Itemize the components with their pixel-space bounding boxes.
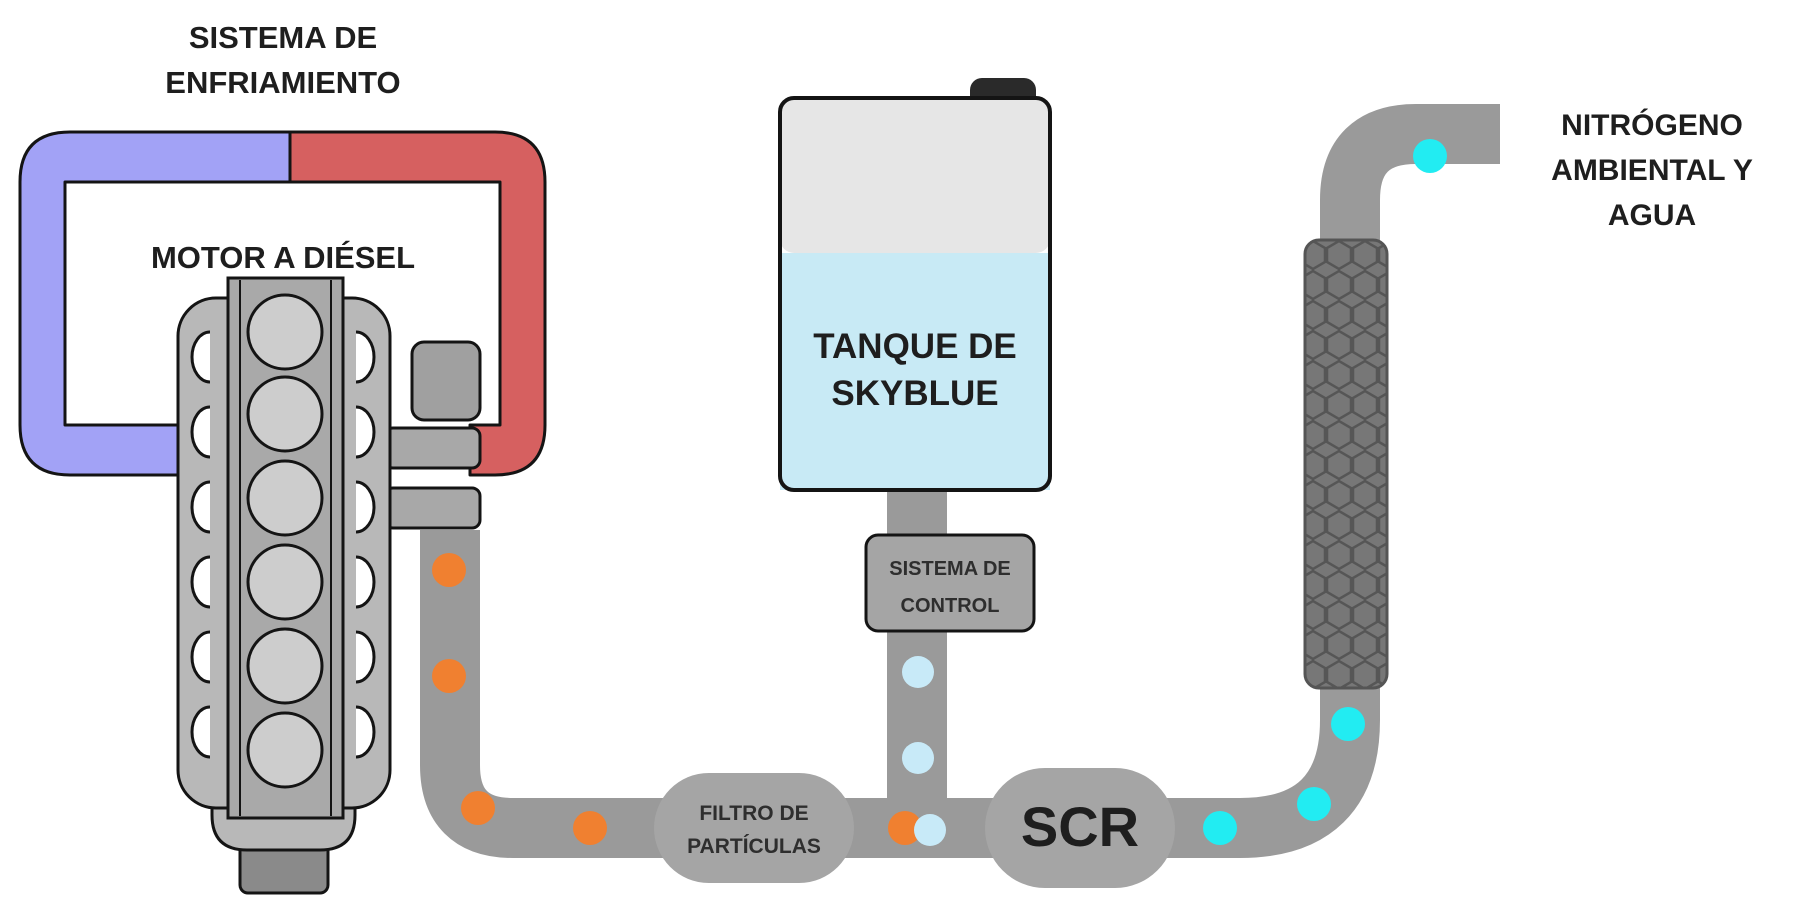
additive-particles [902, 656, 946, 846]
cooling-label-line1: SISTEMA DE [189, 20, 377, 55]
output-label-line1: NITRÓGENO [1561, 108, 1743, 142]
filter-label-line1: FILTRO DE [699, 802, 808, 825]
scr-catalyst: SCR [985, 768, 1175, 888]
scr-label: SCR [1021, 795, 1139, 858]
coolant-connector-upper [383, 426, 482, 470]
engine-cylinders [246, 293, 324, 789]
additive-feed-pipe [887, 478, 947, 828]
exhaust-particles [432, 553, 922, 845]
output-label-line3: AGUA [1608, 199, 1696, 232]
engine-label: MOTOR A DIÉSEL [151, 240, 415, 275]
coolant-connector-lower [383, 486, 482, 530]
clean-exhaust-particles [1203, 139, 1447, 845]
tank-empty-space [780, 98, 1050, 253]
cooling-loop-hot-side [288, 130, 547, 477]
cooling-label-line2: ENFRIAMIENTO [165, 65, 400, 100]
engine-side-ports [190, 330, 376, 759]
tank-label-line2: SKYBLUE [831, 374, 998, 413]
tank-label-line1: TANQUE DE [813, 327, 1017, 366]
tank-outline [778, 96, 1052, 492]
cooling-loop-cold-side [18, 130, 292, 477]
filter-label-line2: PARTÍCULAS [687, 835, 821, 858]
particle-filter: FILTRO DE PARTÍCULAS [654, 773, 854, 883]
control-label-line2: CONTROL [901, 595, 1000, 617]
cooling-loop [18, 130, 547, 477]
v-engine-icon [176, 276, 392, 895]
engine-intake-cap [410, 340, 482, 422]
control-system: SISTEMA DE CONTROL [864, 533, 1036, 633]
fluid-tank-icon: TANQUE DE SKYBLUE [778, 78, 1052, 492]
muffler-icon [1303, 238, 1389, 690]
tank-fluid [780, 253, 1050, 490]
output-label-line2: AMBIENTAL Y [1551, 154, 1753, 187]
control-label-line1: SISTEMA DE [889, 558, 1011, 580]
